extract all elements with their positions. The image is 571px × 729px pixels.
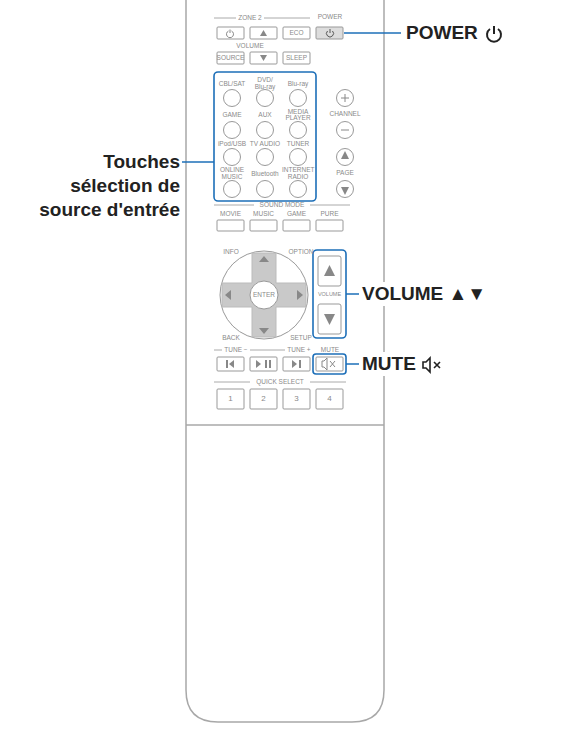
button-label: Bluetooth xyxy=(251,171,278,178)
button-label: BACK xyxy=(222,335,240,342)
button-label: ENTER xyxy=(253,292,275,299)
button-label: TUNE − xyxy=(224,347,247,354)
button-label: ECO xyxy=(289,30,303,37)
button-label: GAME xyxy=(222,112,241,119)
button-label: GAME xyxy=(287,211,306,218)
button-label: VOLUME xyxy=(236,43,263,50)
callout-text: POWER xyxy=(406,22,478,43)
button-label: VOLUME xyxy=(318,292,341,298)
callout-label: POWER xyxy=(404,21,507,45)
button-label: MUSIC xyxy=(253,211,274,218)
callout-label: VOLUME ▲▼ xyxy=(360,282,488,306)
remote-body xyxy=(186,0,384,722)
buttons xyxy=(217,27,354,409)
button-label: iPod/USB xyxy=(218,141,246,148)
callout-frames xyxy=(214,72,346,374)
button-label: SETUP xyxy=(290,335,312,342)
button-label: MUTE xyxy=(321,347,339,354)
button-label: 4 xyxy=(327,395,331,403)
button-label: OPTION xyxy=(289,249,314,256)
button-label: TUNER xyxy=(287,141,309,148)
button-label: TUNE + xyxy=(287,347,310,354)
button-label: INFO xyxy=(223,249,239,256)
power-icon xyxy=(483,24,505,44)
button-label: Blu-ray xyxy=(288,81,309,88)
callout-text: MUTE xyxy=(362,353,416,374)
button-label: ONLINE MUSIC xyxy=(219,167,245,180)
callout-text: VOLUME ▲▼ xyxy=(362,283,486,304)
button-label: MOVIE xyxy=(220,211,241,218)
button-label: SOUND MODE xyxy=(260,202,305,209)
button-label: ZONE 2 xyxy=(238,15,261,22)
button-label: PAGE xyxy=(336,170,354,177)
button-label: SLEEP xyxy=(286,55,307,62)
button-label: 2 xyxy=(261,395,265,403)
callout-label: Touches sélection de source d'entrée xyxy=(36,150,182,222)
button-label: 1 xyxy=(228,395,232,403)
button-label: MEDIA PLAYER xyxy=(284,108,312,121)
button-label: CBL/SAT xyxy=(219,81,246,88)
button-label: QUICK SELECT xyxy=(256,379,304,386)
mute-icon xyxy=(421,355,443,375)
button-label: 3 xyxy=(294,395,298,403)
button-label: TV AUDIO xyxy=(250,141,280,148)
callout-label: MUTE xyxy=(360,352,445,376)
leader-lines xyxy=(182,33,401,364)
button-label: SOURCE xyxy=(217,55,245,62)
button-label: AUX xyxy=(258,112,271,119)
button-label: PURE xyxy=(320,211,338,218)
callout-text: Touches sélection de source d'entrée xyxy=(39,151,180,220)
button-label: INTERNET RADIO xyxy=(282,167,314,180)
button-label: CHANNEL xyxy=(329,111,360,118)
button-label: DVD/ Blu-ray xyxy=(254,77,276,90)
button-label: POWER xyxy=(318,14,343,21)
